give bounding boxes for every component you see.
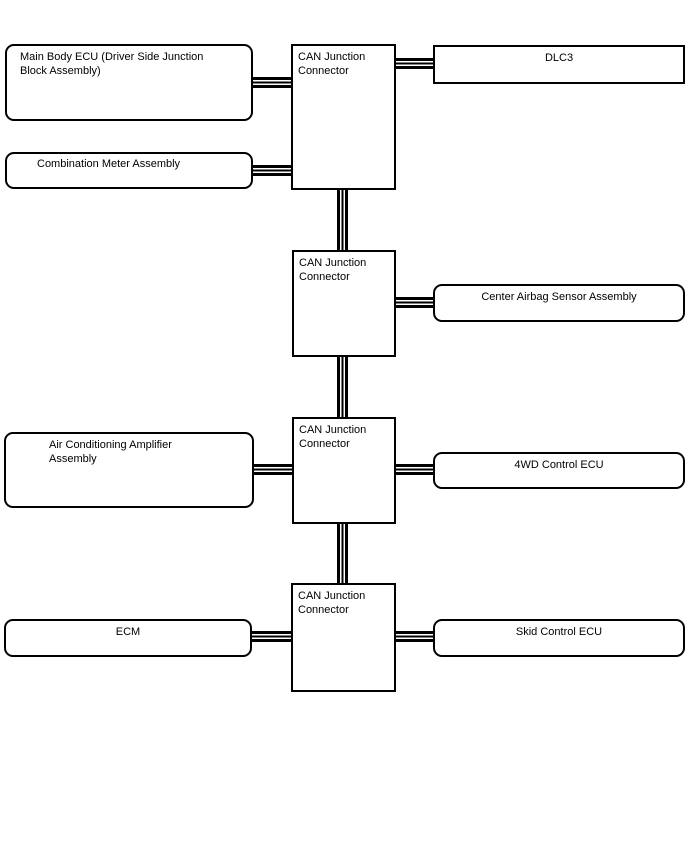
bus-junction1-to-junction2 xyxy=(337,188,348,252)
node-dlc3-label: DLC3 xyxy=(544,52,574,64)
node-skid-control-ecu: Skid Control ECU xyxy=(433,619,685,657)
node-ecm: ECM xyxy=(4,619,252,657)
node-center-airbag-sensor: Center Airbag Sensor Assembly xyxy=(433,284,685,322)
bus-combination-meter-to-junction1 xyxy=(253,165,293,176)
bus-junction1-to-dlc3 xyxy=(394,58,434,69)
node-can-junction-connector-2: CAN Junction Connector xyxy=(292,250,396,357)
node-can-junction-connector-3-label: CAN Junction Connector xyxy=(299,424,367,450)
node-can-junction-connector-2-label: CAN Junction Connector xyxy=(299,257,367,283)
node-center-airbag-sensor-label: Center Airbag Sensor Assembly xyxy=(481,291,637,303)
node-can-junction-connector-3: CAN Junction Connector xyxy=(292,417,396,524)
bus-junction2-to-junction3 xyxy=(337,355,348,419)
bus-junction3-to-junction4 xyxy=(337,522,348,585)
node-4wd-control-ecu-label: 4WD Control ECU xyxy=(514,459,604,471)
node-combination-meter-label: Combination Meter Assembly xyxy=(37,158,181,170)
node-can-junction-connector-4: CAN Junction Connector xyxy=(291,583,396,692)
bus-junction4-to-skid-control xyxy=(394,631,434,642)
node-main-body-ecu: Main Body ECU (Driver Side Junction Bloc… xyxy=(5,44,253,121)
node-can-junction-connector-1-label: CAN Junction Connector xyxy=(298,51,366,77)
bus-junction3-to-4wd-control xyxy=(394,464,434,475)
node-main-body-ecu-label: Main Body ECU (Driver Side Junction Bloc… xyxy=(20,51,204,77)
node-dlc3: DLC3 xyxy=(433,45,685,84)
node-can-junction-connector-4-label: CAN Junction Connector xyxy=(298,590,366,616)
node-skid-control-ecu-label: Skid Control ECU xyxy=(515,626,603,638)
bus-ecm-to-junction4 xyxy=(250,631,293,642)
node-4wd-control-ecu: 4WD Control ECU xyxy=(433,452,685,489)
node-ecm-label: ECM xyxy=(115,626,141,638)
bus-ac-amplifier-to-junction3 xyxy=(251,464,293,475)
node-can-junction-connector-1: CAN Junction Connector xyxy=(291,44,396,190)
node-ac-amplifier: Air Conditioning Amplifier Assembly xyxy=(4,432,254,508)
bus-junction2-to-center-airbag xyxy=(394,297,434,308)
node-ac-amplifier-label: Air Conditioning Amplifier Assembly xyxy=(49,439,172,465)
node-combination-meter: Combination Meter Assembly xyxy=(5,152,253,189)
bus-main-body-ecu-to-junction1 xyxy=(253,77,293,88)
